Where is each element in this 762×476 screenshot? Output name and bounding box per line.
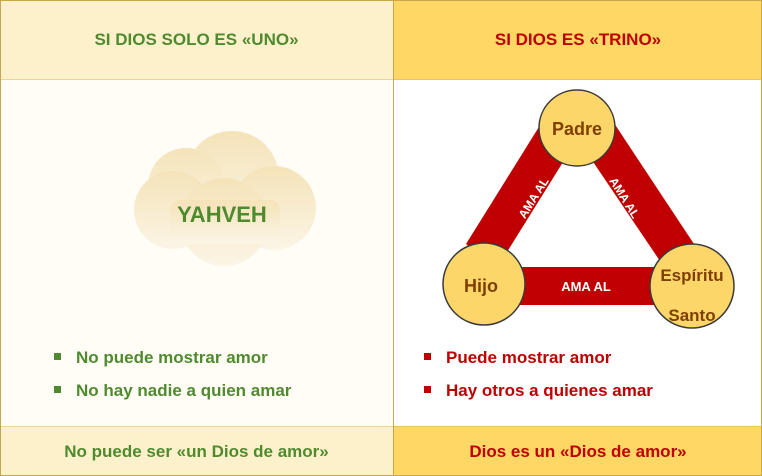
left-footer: No puede ser «un Dios de amor» bbox=[0, 426, 393, 476]
edge-bottom-band bbox=[494, 267, 662, 305]
cloud-graphic: YAHVEH bbox=[134, 131, 316, 266]
node-hijo-label: Hijo bbox=[464, 276, 498, 296]
right-bullet-item: Hay otros a quienes amar bbox=[420, 377, 653, 410]
node-hijo bbox=[442, 242, 526, 326]
right-bullet-list: Puede mostrar amor Hay otros a quienes a… bbox=[420, 344, 653, 410]
right-bullet-text: Puede mostrar amor bbox=[446, 348, 612, 367]
left-bullet-item: No hay nadie a quien amar bbox=[50, 377, 291, 410]
left-bullet-text: No hay nadie a quien amar bbox=[76, 381, 292, 400]
node-espiritu-santo bbox=[649, 243, 735, 329]
bullet-square-icon bbox=[54, 353, 61, 360]
node-espiritu-label-line1: Espíritu bbox=[660, 266, 723, 285]
column-trinity: SI DIOS ES «TRINO» AMA AL AMA AL AMA AL … bbox=[394, 0, 762, 476]
left-bullet-text: No puede mostrar amor bbox=[76, 348, 268, 367]
right-header: SI DIOS ES «TRINO» bbox=[394, 0, 762, 80]
node-padre bbox=[538, 89, 616, 167]
left-bullet-list: No puede mostrar amor No hay nadie a qui… bbox=[50, 344, 291, 410]
right-footer: Dios es un «Dios de amor» bbox=[394, 426, 762, 476]
edge-bottom-label: AMA AL bbox=[561, 279, 611, 294]
left-header: SI DIOS SOLO ES «UNO» bbox=[0, 0, 393, 80]
cloud-label: YAHVEH bbox=[177, 202, 267, 227]
bullet-square-icon bbox=[424, 353, 431, 360]
bullet-square-icon bbox=[54, 386, 61, 393]
right-bullet-text: Hay otros a quienes amar bbox=[446, 381, 653, 400]
node-padre-label: Padre bbox=[552, 119, 602, 139]
trinity-diagram: AMA AL AMA AL AMA AL Padre Hijo Espíritu… bbox=[442, 89, 735, 329]
bullet-square-icon bbox=[424, 386, 431, 393]
cloud-shape bbox=[134, 131, 316, 266]
column-one-god: SI DIOS SOLO ES «UNO» YAHVEH No puede mo… bbox=[0, 0, 394, 476]
node-espiritu-label-line2: Santo bbox=[668, 306, 715, 325]
right-bullet-item: Puede mostrar amor bbox=[420, 344, 653, 377]
left-bullet-item: No puede mostrar amor bbox=[50, 344, 291, 377]
